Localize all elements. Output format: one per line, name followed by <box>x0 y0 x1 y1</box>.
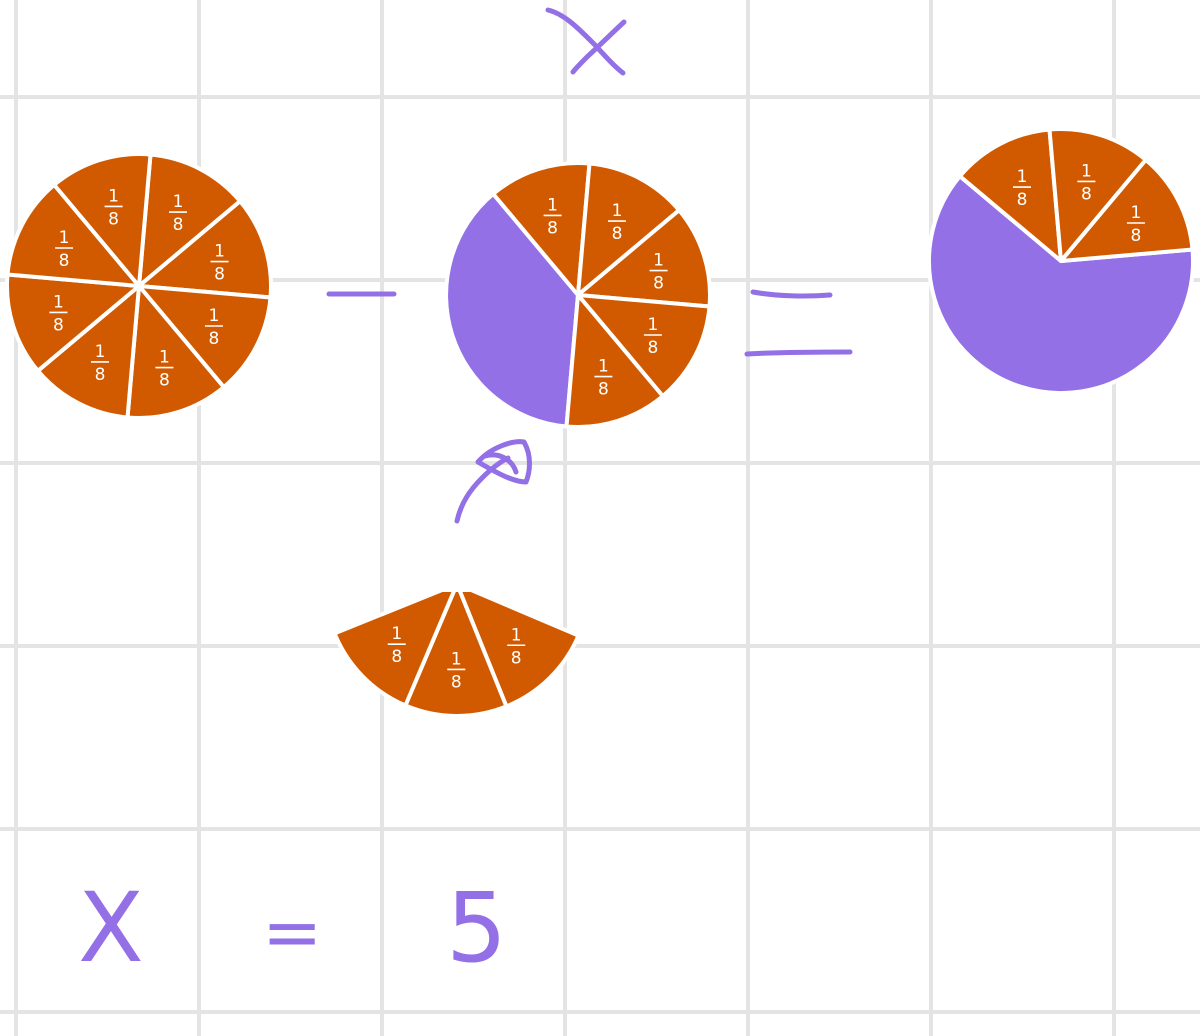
fraction-label: 18 <box>649 251 668 294</box>
pie-slice <box>576 161 682 297</box>
fraction-denominator: 8 <box>108 209 119 229</box>
fraction-numerator: 1 <box>648 315 659 335</box>
fraction-numerator: 1 <box>1131 203 1142 223</box>
pie-slice <box>564 293 665 429</box>
fraction-label: 18 <box>608 201 627 244</box>
fraction-denominator: 8 <box>511 648 522 668</box>
fraction-numerator: 1 <box>59 228 70 248</box>
fraction-label: 18 <box>155 348 174 391</box>
fraction-label: 18 <box>643 315 662 358</box>
fraction-label: 18 <box>1126 203 1145 246</box>
fraction-label: 18 <box>1077 161 1096 204</box>
fraction-label: 18 <box>204 306 223 349</box>
fraction-numerator: 1 <box>653 251 664 271</box>
fraction-label: 18 <box>387 624 406 667</box>
fraction-denominator: 8 <box>159 371 170 391</box>
fraction-label: 18 <box>543 195 562 238</box>
unknown-x-mark <box>570 19 627 75</box>
fraction-numerator: 1 <box>547 195 558 215</box>
fraction-denominator: 8 <box>598 380 609 400</box>
fraction-denominator: 8 <box>59 251 70 271</box>
arrow-mark <box>454 455 511 524</box>
pie-slice <box>332 592 456 708</box>
fraction-numerator: 1 <box>214 242 225 262</box>
pie-slice <box>35 284 141 420</box>
fraction-denominator: 8 <box>173 215 184 235</box>
fraction-denominator: 8 <box>1017 190 1028 210</box>
pie-slice <box>458 592 581 709</box>
fraction-label: 18 <box>594 357 613 400</box>
pie-slice <box>576 293 712 399</box>
pie-slice <box>52 152 153 288</box>
pie-slice <box>137 199 273 300</box>
equals-sign-mark <box>744 349 853 357</box>
fraction-numerator: 1 <box>598 357 609 377</box>
fraction-numerator: 1 <box>159 348 170 368</box>
fraction-numerator: 1 <box>1017 167 1028 187</box>
fraction-denominator: 8 <box>1081 184 1092 204</box>
answer-variable: X <box>78 872 144 984</box>
fraction-label: 18 <box>104 186 123 229</box>
fraction-numerator: 1 <box>95 342 106 362</box>
handwritten-marks <box>326 7 853 524</box>
pie-slice <box>1047 127 1148 263</box>
fraction-label: 18 <box>90 342 109 385</box>
equals-sign-mark <box>750 289 833 299</box>
answer-equals-sign: = <box>262 890 323 974</box>
answer-value: 5 <box>446 872 508 984</box>
fraction-denominator: 8 <box>214 265 225 285</box>
fraction-denominator: 8 <box>391 647 402 667</box>
fraction-denominator: 8 <box>648 338 659 358</box>
pie-slice <box>576 208 712 309</box>
pie-slice <box>137 284 273 390</box>
pie-slice <box>5 272 141 373</box>
fraction-label: 18 <box>210 242 229 285</box>
fraction-label: 18 <box>55 228 74 271</box>
pie-slice <box>137 152 243 288</box>
fraction-numerator: 1 <box>451 649 462 669</box>
fraction-numerator: 1 <box>209 306 220 326</box>
fraction-denominator: 8 <box>612 224 623 244</box>
pie-slice <box>1059 157 1195 263</box>
pie-slice <box>957 127 1063 263</box>
pie-slice <box>125 284 226 420</box>
fraction-numerator: 1 <box>612 201 623 221</box>
fraction-label: 18 <box>447 649 466 692</box>
missing-portion <box>927 173 1195 396</box>
unknown-x-mark <box>545 7 626 76</box>
missing-portion <box>444 191 581 429</box>
arrowhead-mark <box>482 452 519 475</box>
fraction-numerator: 1 <box>511 625 522 645</box>
fraction-denominator: 8 <box>1131 226 1142 246</box>
fraction-denominator: 8 <box>653 274 664 294</box>
fraction-denominator: 8 <box>53 315 64 335</box>
fraction-numerator: 1 <box>173 192 184 212</box>
fraction-denominator: 8 <box>95 365 106 385</box>
fraction-numerator: 1 <box>1081 161 1092 181</box>
fraction-numerator: 1 <box>391 624 402 644</box>
fraction-label: 18 <box>49 292 68 335</box>
fraction-numerator: 1 <box>108 186 119 206</box>
fraction-denominator: 8 <box>209 329 220 349</box>
fraction-denominator: 8 <box>451 672 462 692</box>
fraction-label: 18 <box>507 625 526 668</box>
fraction-label: 18 <box>1012 167 1031 210</box>
fraction-label: 18 <box>169 192 188 235</box>
pie-slice <box>491 161 592 297</box>
pie-slice <box>403 592 509 718</box>
pie-slice <box>5 182 141 288</box>
fraction-denominator: 8 <box>547 218 558 238</box>
arrowhead-mark <box>475 439 532 485</box>
fraction-numerator: 1 <box>53 292 64 312</box>
